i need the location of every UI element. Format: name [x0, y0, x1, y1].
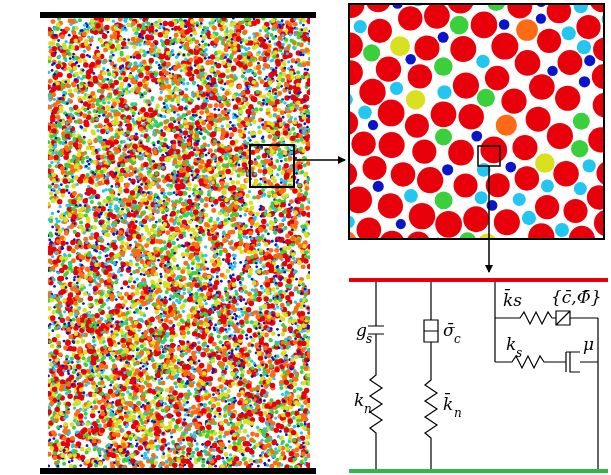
- symbol-friction: μ: [583, 336, 594, 353]
- zoom-border: [349, 4, 604, 239]
- symbol-gap: g: [356, 322, 367, 339]
- symbol-stiffness: k̄s: [503, 292, 522, 309]
- lower-particle: [349, 469, 608, 473]
- symbol-subscript: n: [364, 403, 372, 415]
- symbol-subscript: s: [516, 347, 522, 359]
- top-wall: [40, 12, 316, 18]
- shear-model: [495, 282, 598, 469]
- parallel-bond: [424, 282, 438, 469]
- symbol-cohesion: {c̄,Φ̄}: [551, 289, 602, 306]
- symbol-stiffness: k̄: [443, 396, 453, 413]
- symbol-stiffness: k: [354, 392, 364, 409]
- bottom-wall: [40, 468, 316, 474]
- symbol-stiffness: k: [506, 336, 516, 353]
- zoom-arrow: [294, 159, 345, 161]
- symbol-subscript: n: [454, 407, 462, 419]
- zoom-frame: [250, 145, 294, 187]
- upper-particle: [349, 278, 608, 282]
- contact-arrow: [488, 166, 490, 272]
- symbol-subscript: s: [366, 333, 372, 345]
- symbol-strength: σ̄: [443, 322, 455, 339]
- contact-frame: [478, 146, 500, 166]
- normal-spring-gap: [368, 282, 384, 469]
- symbol-subscript: c: [454, 333, 461, 345]
